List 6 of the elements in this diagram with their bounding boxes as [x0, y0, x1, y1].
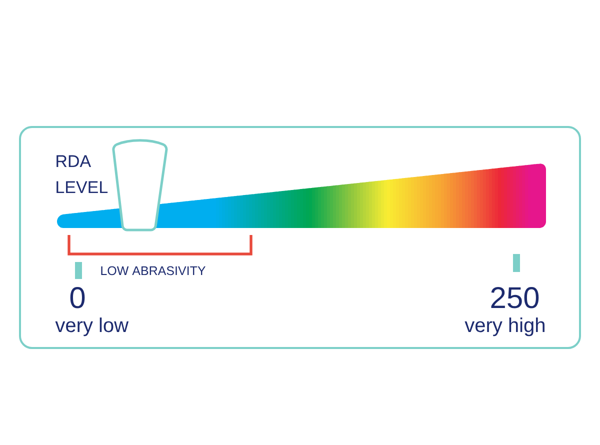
end-label: very low	[55, 318, 129, 336]
tick-label: 0	[70, 287, 85, 308]
range-label: LOW ABRASIVITY	[101, 266, 206, 276]
tick-label: 250	[491, 287, 539, 308]
pointer-marker	[112, 139, 168, 232]
end-label: very high	[464, 318, 544, 336]
